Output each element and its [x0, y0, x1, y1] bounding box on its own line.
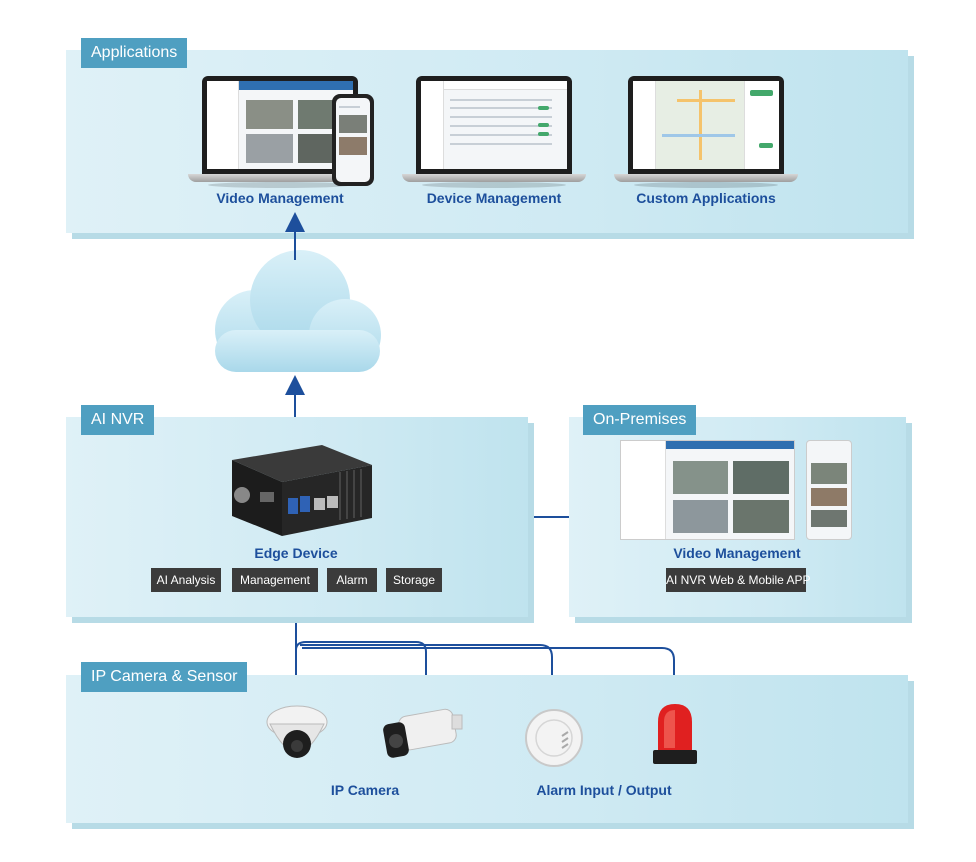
ip-camera-tag: IP Camera & Sensor [81, 662, 248, 692]
edge-device-label: Edge Device [254, 545, 338, 561]
cloud-icon [215, 250, 381, 372]
alarm-light-icon [653, 704, 697, 764]
app-label-device-management: Device Management [426, 190, 562, 206]
edge-device-image [232, 445, 372, 536]
smoke-detector-icon [525, 709, 583, 767]
ai-nvr-tag: AI NVR [81, 405, 155, 435]
feature-chip-management: Management [232, 568, 318, 592]
feature-chip-storage: Storage [386, 568, 442, 592]
dome-camera-icon [266, 705, 328, 758]
on-prem-mobile-ui [806, 440, 852, 540]
app-label-custom-applications: Custom Applications [636, 190, 776, 206]
on-prem-sublabel-chip: AI NVR Web & Mobile APP [666, 568, 811, 592]
video-management-phone [332, 94, 374, 186]
bullet-camera-icon [383, 708, 463, 758]
feature-chip-ai-analysis: AI Analysis [151, 568, 221, 592]
alarm-io-label: Alarm Input / Output [536, 782, 672, 798]
custom-applications-laptop [614, 76, 798, 188]
on-premises-tag: On-Premises [583, 405, 697, 435]
ip-camera-panel [66, 675, 908, 823]
on-prem-web-ui [620, 440, 795, 540]
applications-tag: Applications [81, 38, 188, 68]
feature-chip-alarm: Alarm [327, 568, 377, 592]
app-label-video-management: Video Management [216, 190, 344, 206]
device-management-laptop [402, 76, 586, 188]
ip-camera-label: IP Camera [330, 782, 400, 798]
on-prem-label: Video Management [673, 545, 801, 561]
